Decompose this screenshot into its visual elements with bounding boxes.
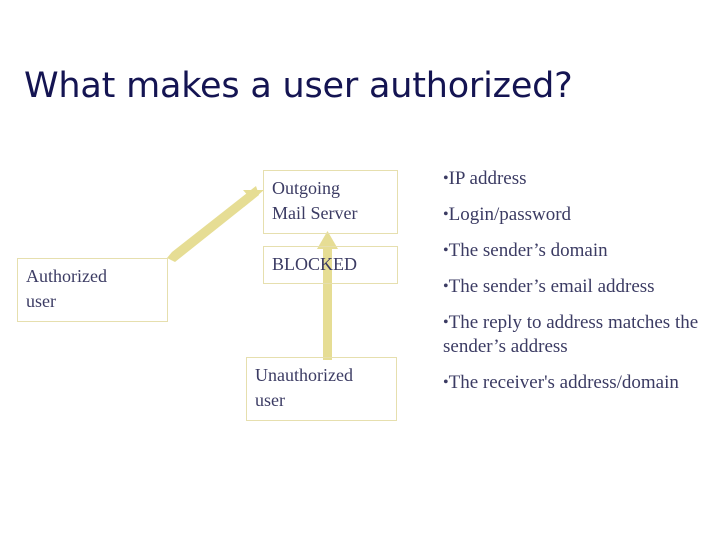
list-item: •Login/password bbox=[443, 203, 701, 227]
list-item: •The reply to address matches the sender… bbox=[443, 311, 701, 359]
diagram-box-outgoing-line2: Mail Server bbox=[272, 203, 358, 223]
diagram-box-authorized-line2: user bbox=[26, 291, 56, 311]
list-item: •The sender’s email address bbox=[443, 275, 701, 299]
page-title: What makes a user authorized? bbox=[24, 66, 573, 106]
list-item-label: Login/password bbox=[448, 204, 572, 225]
bullet-icon: • bbox=[443, 206, 449, 223]
diagram-box-authorized-user[interactable]: Authorized user bbox=[17, 258, 168, 322]
diagram-box-outgoing-line1: Outgoing bbox=[272, 178, 341, 198]
list-item: •The receiver's address/domain bbox=[443, 371, 701, 395]
bullet-icon: • bbox=[443, 314, 449, 331]
list-item-label: The reply to address matches the sender’… bbox=[443, 312, 699, 357]
diagram-box-unauthorized-line1: Unauthorized bbox=[255, 365, 353, 385]
diagram-box-unauthorized-user[interactable]: Unauthorized user bbox=[246, 357, 397, 421]
diagram-box-unauthorized-line2: user bbox=[255, 390, 285, 410]
list-item-label: IP address bbox=[448, 168, 527, 189]
diagram-box-blocked[interactable]: BLOCKED bbox=[263, 246, 398, 284]
diagram-box-authorized-line1: Authorized bbox=[26, 266, 107, 286]
list-item: •The sender’s domain bbox=[443, 239, 701, 263]
list-item-label: The receiver's address/domain bbox=[448, 372, 679, 393]
list-item-label: The sender’s domain bbox=[448, 240, 608, 261]
bullet-icon: • bbox=[443, 170, 449, 187]
list-item-label: The sender’s email address bbox=[448, 276, 655, 297]
bullet-icon: • bbox=[443, 374, 449, 391]
connector-authorized-to-outgoing bbox=[167, 186, 264, 262]
criteria-bullet-list: •IP address •Login/password •The sender’… bbox=[443, 167, 701, 407]
list-item: •IP address bbox=[443, 167, 701, 191]
bullet-icon: • bbox=[443, 278, 449, 295]
bullet-icon: • bbox=[443, 242, 449, 259]
diagram-box-blocked-label: BLOCKED bbox=[272, 254, 357, 274]
diagram-box-outgoing-mail-server[interactable]: Outgoing Mail Server bbox=[263, 170, 398, 234]
